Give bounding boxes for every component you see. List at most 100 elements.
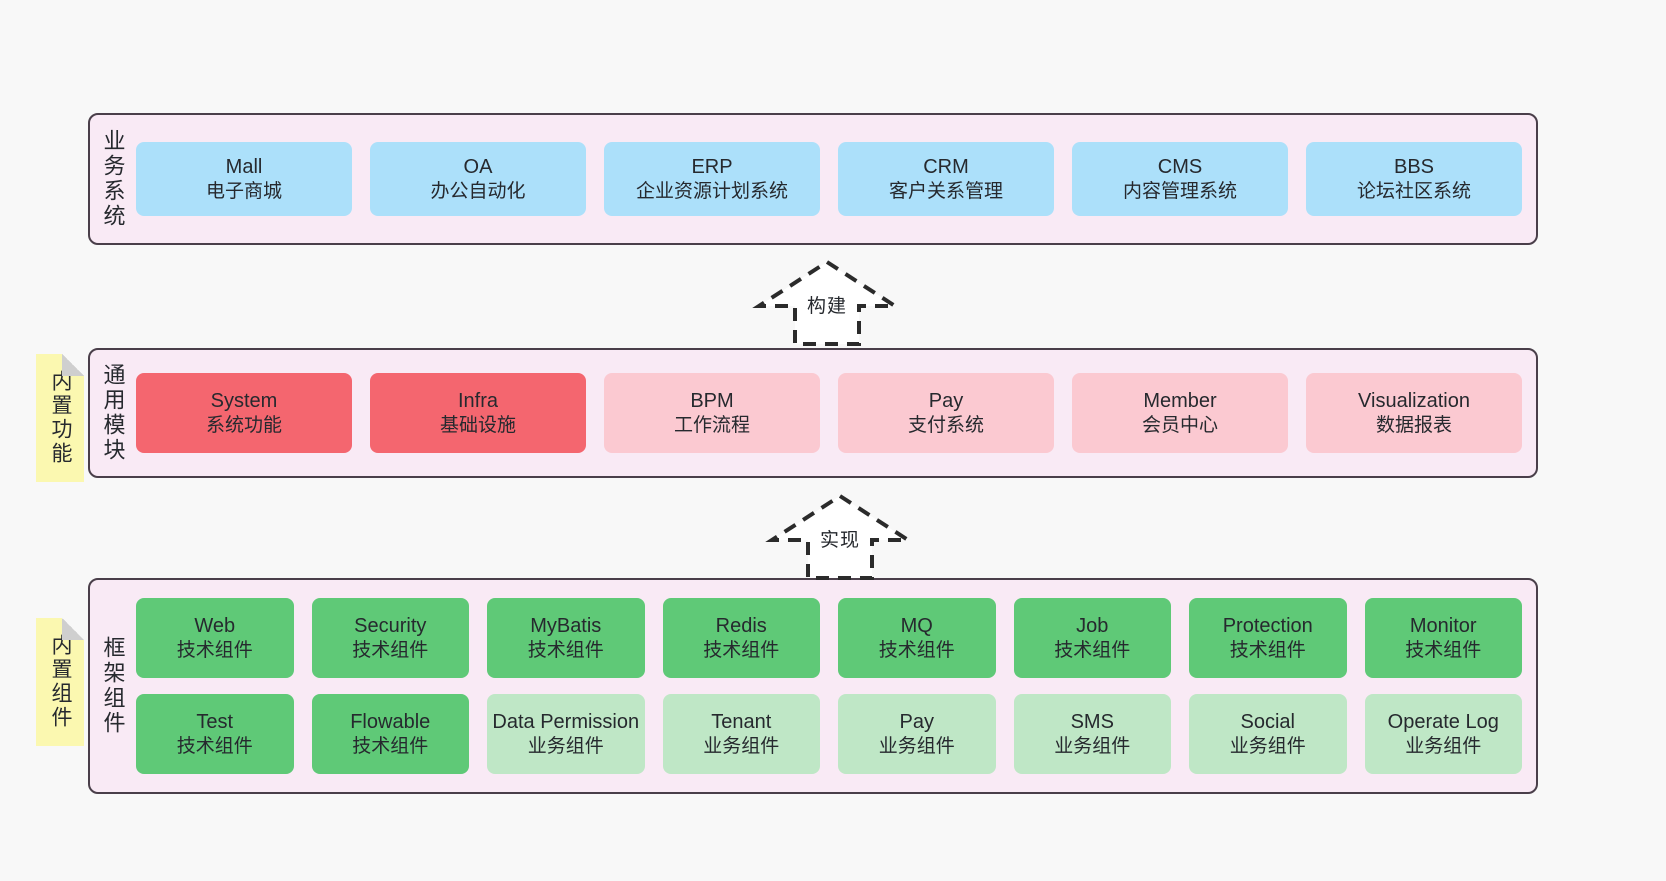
arrow-build: 构建 [752,258,902,346]
component-card-social[interactable]: Social 业务组件 [1189,694,1347,774]
card-name: MQ [900,614,933,637]
card-desc: 技术组件 [352,639,429,661]
card-desc: 技术组件 [527,639,604,661]
card-name: Flowable [350,710,431,733]
card-desc: 业务组件 [703,735,780,757]
card-desc: 技术组件 [1229,639,1306,661]
card-name: Pay [928,389,964,412]
card-name: Social [1240,710,1295,733]
component-card-data-permission[interactable]: Data Permission 业务组件 [487,694,645,774]
card-name: System [210,389,278,412]
card-name: SMS [1070,710,1114,733]
layer-general-modules-title: 通用模块 [100,363,126,463]
card-desc: 技术组件 [1405,639,1482,661]
component-card-security[interactable]: Security 技术组件 [311,598,469,678]
module-card-bpm[interactable]: BPM 工作流程 [604,373,820,453]
sticky-note-builtin-components: 内置组件 [36,618,84,746]
card-name: Infra [457,389,499,412]
arrow-implement: 实现 [765,492,915,580]
card-desc: 电子商城 [205,180,282,202]
module-card-infra[interactable]: Infra 基础设施 [370,373,586,453]
layer-general-modules-body: System 系统功能 Infra 基础设施 BPM 工作流程 Pay 支付系统… [136,350,1536,476]
framework-components-row-business: Test 技术组件 Flowable 技术组件 Data Permission … [136,694,1522,774]
business-card-crm[interactable]: CRM 客户关系管理 [838,142,1054,216]
card-desc: 技术组件 [352,735,429,757]
business-card-bbs[interactable]: BBS 论坛社区系统 [1306,142,1522,216]
card-name: Test [196,710,234,733]
card-desc: 业务组件 [1405,735,1482,757]
card-desc: 业务组件 [527,735,604,757]
card-name: Operate Log [1387,710,1499,733]
component-card-mybatis[interactable]: MyBatis 技术组件 [487,598,645,678]
card-name: CMS [1157,155,1203,178]
card-name: Job [1076,614,1109,637]
component-card-sms[interactable]: SMS 业务组件 [1013,694,1171,774]
card-name: Monitor [1409,614,1477,637]
layer-business-systems-title: 业务系统 [100,129,126,229]
card-desc: 支付系统 [907,414,984,436]
card-name: Tenant [711,710,772,733]
card-desc: 客户关系管理 [888,180,1003,202]
component-card-mq[interactable]: MQ 技术组件 [838,598,996,678]
card-name: Protection [1222,614,1313,637]
card-desc: 系统功能 [205,414,282,436]
card-name: CRM [923,155,969,178]
card-name: Pay [899,710,934,733]
component-card-flowable[interactable]: Flowable 技术组件 [311,694,469,774]
component-card-web[interactable]: Web 技术组件 [136,598,294,678]
card-name: Data Permission [492,710,640,733]
card-name: Redis [715,614,767,637]
card-desc: 业务组件 [1054,735,1131,757]
layer-general-modules: 通用模块 System 系统功能 Infra 基础设施 BPM 工作流程 Pay… [88,348,1538,478]
module-card-member[interactable]: Member 会员中心 [1072,373,1288,453]
card-desc: 技术组件 [176,735,253,757]
business-card-cms[interactable]: CMS 内容管理系统 [1072,142,1288,216]
card-desc: 工作流程 [673,414,750,436]
module-card-pay[interactable]: Pay 支付系统 [838,373,1054,453]
card-desc: 技术组件 [1054,639,1131,661]
card-name: Member [1143,389,1217,412]
component-card-tenant[interactable]: Tenant 业务组件 [662,694,820,774]
layer-framework-components-body: Web 技术组件 Security 技术组件 MyBatis 技术组件 Redi… [136,580,1536,792]
card-name: BBS [1393,155,1435,178]
card-desc: 技术组件 [176,639,253,661]
card-name: BPM [690,389,734,412]
business-systems-row: Mall 电子商城 OA 办公自动化 ERP 企业资源计划系统 CRM 客户关系… [136,142,1522,216]
card-desc: 会员中心 [1141,414,1218,436]
component-card-test[interactable]: Test 技术组件 [136,694,294,774]
component-card-job[interactable]: Job 技术组件 [1013,598,1171,678]
card-desc: 内容管理系统 [1122,180,1237,202]
framework-components-row-tech: Web 技术组件 Security 技术组件 MyBatis 技术组件 Redi… [136,598,1522,678]
card-desc: 办公自动化 [430,180,526,202]
component-card-monitor[interactable]: Monitor 技术组件 [1364,598,1522,678]
layer-business-systems: 业务系统 Mall 电子商城 OA 办公自动化 ERP 企业资源计划系统 CRM… [88,113,1538,245]
card-desc: 数据报表 [1375,414,1452,436]
card-desc: 技术组件 [703,639,780,661]
module-card-visualization[interactable]: Visualization 数据报表 [1306,373,1522,453]
card-desc: 基础设施 [439,414,516,436]
card-desc: 业务组件 [878,735,955,757]
layer-business-systems-body: Mall 电子商城 OA 办公自动化 ERP 企业资源计划系统 CRM 客户关系… [136,115,1536,243]
card-name: Mall [225,155,263,178]
sticky-note-builtin-features: 内置功能 [36,354,84,482]
component-card-redis[interactable]: Redis 技术组件 [662,598,820,678]
card-name: Security [354,614,427,637]
business-card-erp[interactable]: ERP 企业资源计划系统 [604,142,820,216]
component-card-pay[interactable]: Pay 业务组件 [838,694,996,774]
card-desc: 技术组件 [878,639,955,661]
card-desc: 论坛社区系统 [1356,180,1471,202]
card-desc: 企业资源计划系统 [635,180,788,202]
card-name: MyBatis [530,614,602,637]
component-card-protection[interactable]: Protection 技术组件 [1189,598,1347,678]
card-name: Visualization [1358,389,1470,412]
business-card-mall[interactable]: Mall 电子商城 [136,142,352,216]
card-name: Web [194,614,236,637]
business-card-oa[interactable]: OA 办公自动化 [370,142,586,216]
layer-framework-components-title: 框架组件 [100,636,126,736]
layer-framework-components: 框架组件 Web 技术组件 Security 技术组件 MyBatis 技术组件… [88,578,1538,794]
module-card-system[interactable]: System 系统功能 [136,373,352,453]
general-modules-row: System 系统功能 Infra 基础设施 BPM 工作流程 Pay 支付系统… [136,373,1522,453]
component-card-operate-log[interactable]: Operate Log 业务组件 [1364,694,1522,774]
card-name: OA [463,155,493,178]
